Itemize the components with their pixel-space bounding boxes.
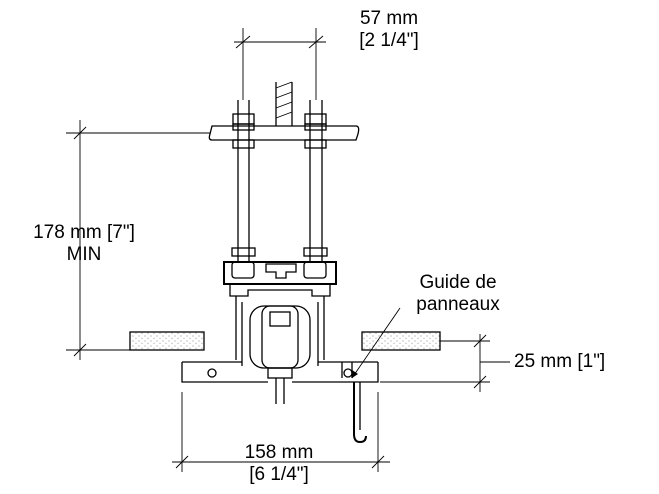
panel-guide-label-line2: panneaux — [416, 294, 500, 315]
threaded-rods — [231, 100, 328, 262]
dimension-rod-spacing — [234, 28, 326, 100]
min-height-value-label: 178 mm [7"] — [33, 222, 135, 243]
panel-guide — [353, 382, 367, 444]
rod-spacing-imperial-label: [2 1/4"] — [359, 30, 419, 51]
hanging-plate — [208, 125, 360, 141]
track-profile — [223, 261, 337, 366]
ceiling-panel-left — [129, 331, 205, 351]
rod-spacing-metric-label: 57 mm — [359, 8, 419, 29]
track-width-metric-label: 158 mm — [244, 442, 314, 463]
dimension-track-width — [172, 392, 390, 472]
panel-guide-label-line1: Guide de — [419, 272, 497, 293]
roller-carriage — [249, 305, 311, 404]
track-width-imperial-label: [6 1/4"] — [249, 464, 309, 485]
panel-guide-leader — [351, 307, 401, 379]
min-height-qualifier-label: MIN — [66, 244, 102, 265]
dimension-panel-thickness — [380, 334, 510, 392]
ceiling-support — [208, 81, 360, 141]
dimension-min-height — [66, 120, 210, 360]
panel-thickness-label: 25 mm [1"] — [514, 351, 606, 372]
track-flange — [181, 361, 379, 383]
ceiling-panel-right — [361, 331, 441, 351]
